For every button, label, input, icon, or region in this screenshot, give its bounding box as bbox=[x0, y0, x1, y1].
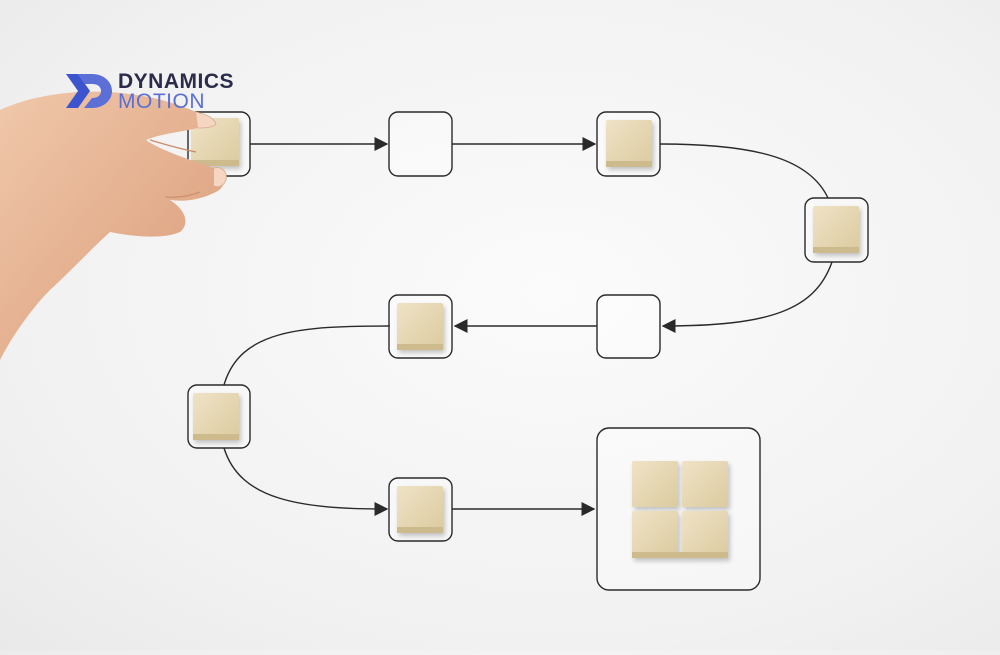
final-block-4 bbox=[682, 511, 728, 557]
node-frames bbox=[187, 111, 869, 591]
block-node-1 bbox=[191, 118, 239, 166]
final-block-3 bbox=[632, 511, 678, 557]
connector-3-4 bbox=[659, 143, 829, 199]
logo-chevron-icon bbox=[66, 74, 112, 108]
block-cluster-final bbox=[632, 461, 728, 558]
hand-image bbox=[0, 91, 227, 360]
brand-name-line1: DYNAMICS bbox=[118, 70, 235, 93]
node-final-frame bbox=[596, 427, 761, 591]
final-block-1 bbox=[632, 461, 678, 507]
final-block-2 bbox=[682, 461, 728, 507]
node-5-frame bbox=[596, 294, 661, 359]
block-node-8 bbox=[397, 486, 443, 533]
wooden-blocks bbox=[191, 118, 859, 558]
block-node-6 bbox=[397, 303, 443, 350]
brand-logo: DYNAMICS MOTION bbox=[64, 70, 264, 114]
block-node-4 bbox=[813, 206, 859, 253]
connector-7-8 bbox=[223, 447, 389, 516]
connector-lines bbox=[223, 137, 833, 516]
block-node-3 bbox=[606, 120, 652, 167]
connector-6-7 bbox=[223, 325, 391, 386]
block-node-7 bbox=[193, 393, 239, 440]
brand-name-line2: MOTION bbox=[118, 90, 205, 113]
node-2-frame bbox=[388, 111, 453, 177]
connector-4-5 bbox=[661, 261, 833, 333]
